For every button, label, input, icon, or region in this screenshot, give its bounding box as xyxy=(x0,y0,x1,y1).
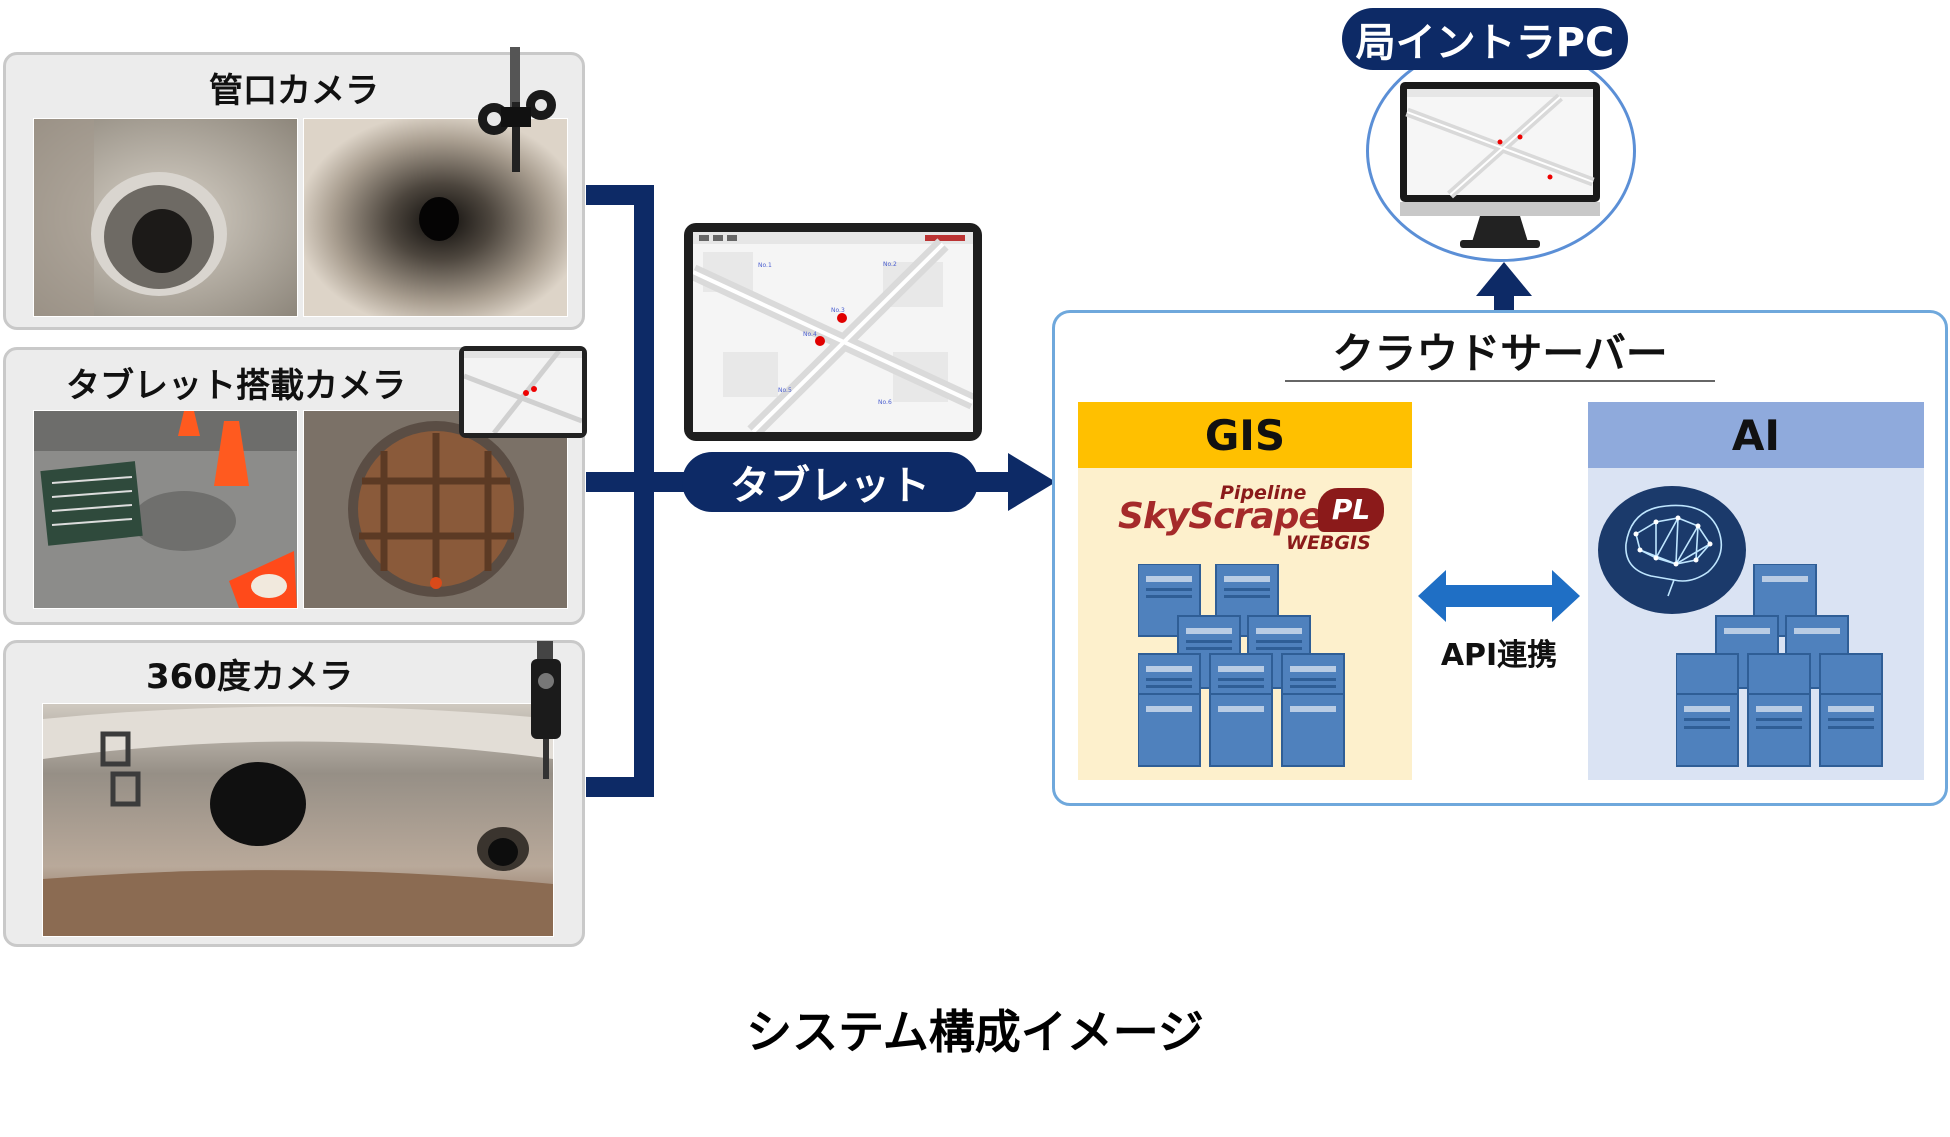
camera-360-device-icon xyxy=(531,641,561,779)
svg-text:No.3: No.3 xyxy=(831,307,845,314)
pipe-photo-right xyxy=(303,118,568,317)
connector-top xyxy=(586,185,654,205)
ai-server-stack-icon xyxy=(1676,564,1883,767)
tablet-label: タブレット xyxy=(682,452,978,512)
pipe-photo-left xyxy=(33,118,298,317)
arrow-right-icon xyxy=(1008,453,1056,511)
road-photo xyxy=(33,410,298,609)
ai-brain-icon xyxy=(1598,486,1746,614)
svg-text:No.2: No.2 xyxy=(883,261,897,268)
svg-text:No.6: No.6 xyxy=(878,399,892,406)
panel-title: 360度カメラ xyxy=(146,657,353,697)
gis-header: GIS xyxy=(1078,402,1412,468)
tablet-to-cloud-arrow-shaft xyxy=(970,472,1014,492)
api-label: API連携 xyxy=(1440,638,1558,673)
cloud-to-pc-arrow-shaft xyxy=(1494,290,1514,314)
logo-sub-text: WEBGIS xyxy=(1286,532,1371,554)
panorama-photo xyxy=(42,703,554,937)
logo-badge: PL xyxy=(1318,488,1384,532)
arrow-up-icon xyxy=(1476,262,1532,296)
logo-main-text: SkyScraper xyxy=(1118,496,1340,537)
pipe-camera-device-icon xyxy=(478,47,556,172)
figure-caption: システム構成イメージ xyxy=(746,1005,1204,1059)
svg-text:No.5: No.5 xyxy=(778,387,792,394)
ai-header: AI xyxy=(1588,402,1924,468)
intra-pc-label: 局イントラPC xyxy=(1342,8,1628,70)
monitor-icon xyxy=(1400,82,1600,248)
svg-text:No.1: No.1 xyxy=(758,262,772,269)
logo-top-text: Pipeline xyxy=(1220,482,1307,504)
panel-title: 管口カメラ xyxy=(209,71,379,111)
gis-server-stack-icon xyxy=(1138,564,1345,767)
api-bidirectional-arrow-icon xyxy=(1418,570,1580,622)
cloud-server-title: クラウドサーバー xyxy=(1332,329,1668,378)
pipe-mouth-camera-panel: 管口カメラ xyxy=(3,47,585,330)
connector-bottom xyxy=(586,777,654,797)
mini-tablet-icon xyxy=(459,346,587,438)
skyscraper-logo: Pipeline SkyScraper PL WEBGIS xyxy=(1118,482,1398,562)
connector-middle xyxy=(586,472,654,492)
cloud-title-underline xyxy=(1285,380,1715,382)
tablet-map-screen: No.1 No.2No.3 No.4No.5No.6 xyxy=(693,232,973,432)
svg-text:No.4: No.4 xyxy=(803,331,817,338)
camera-360-panel: 360度カメラ xyxy=(3,640,585,947)
logo-badge-text: PL xyxy=(1331,493,1371,526)
tablet-mounted-camera-panel: タブレット搭載カメラ xyxy=(3,346,587,625)
manhole-photo xyxy=(303,410,568,609)
panel-title: タブレット搭載カメラ xyxy=(66,366,406,406)
